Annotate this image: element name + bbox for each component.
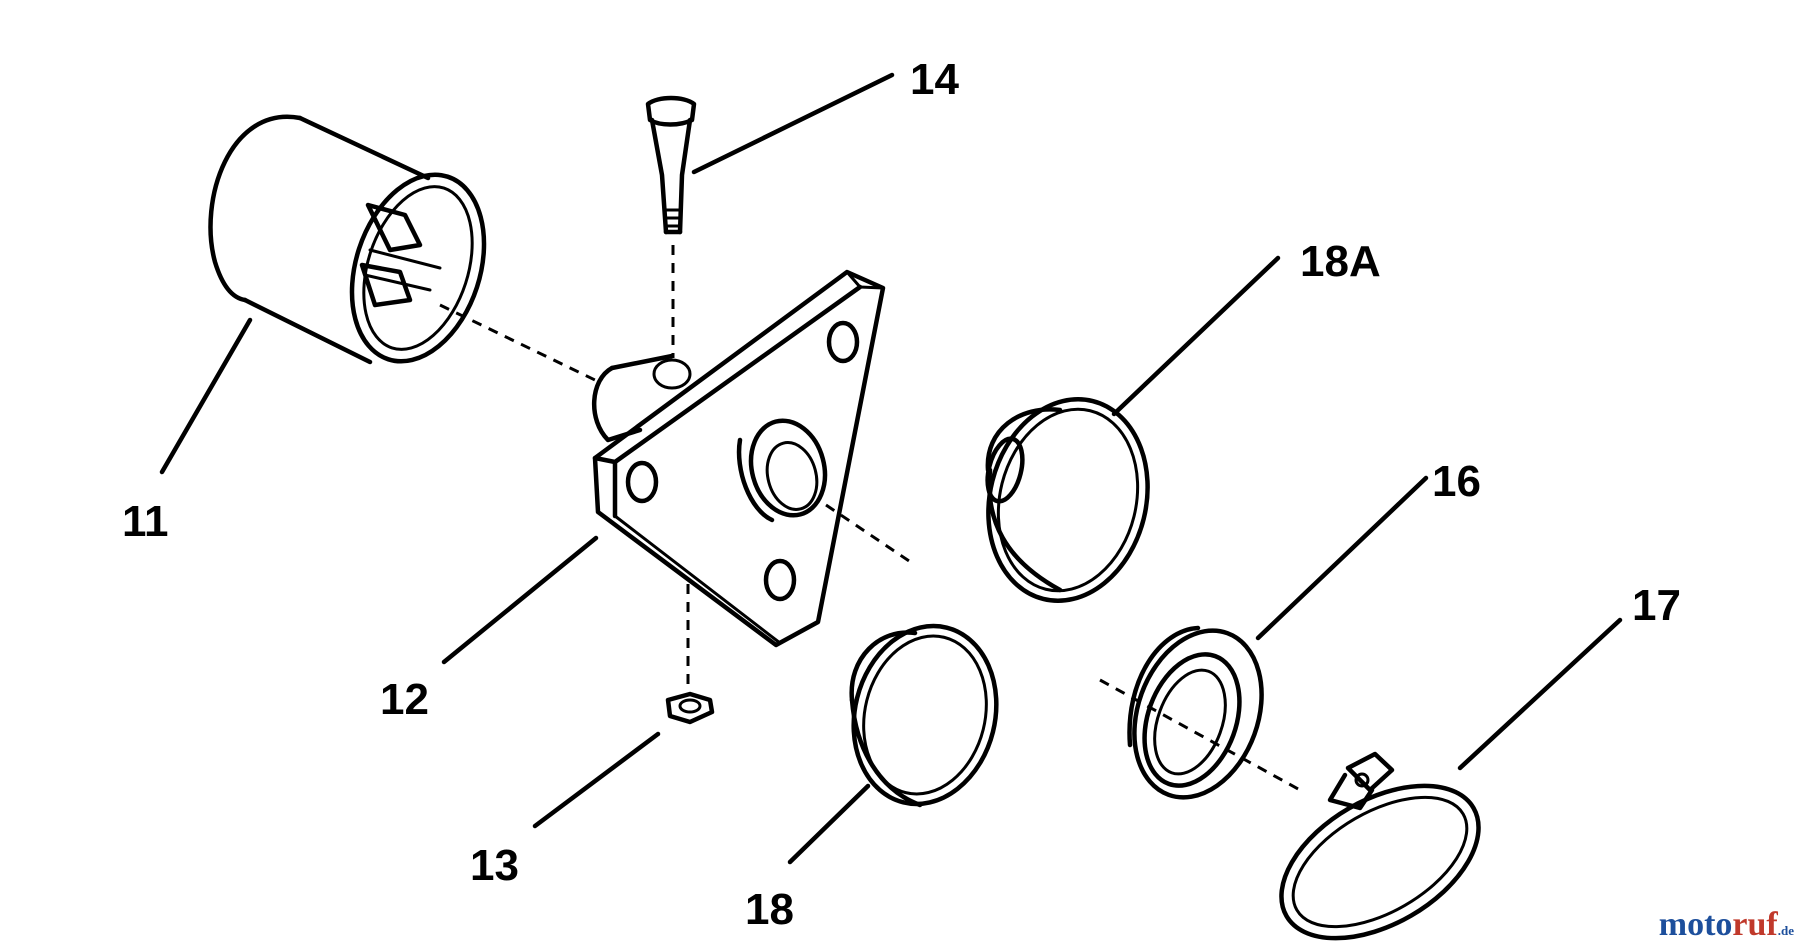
label-part-13: 13 xyxy=(470,841,519,890)
part-12-bracket xyxy=(592,269,886,648)
leader-lines xyxy=(159,72,1623,865)
label-part-18A: 18A xyxy=(1300,237,1381,286)
watermark-part2: ruf xyxy=(1732,906,1778,943)
label-part-18: 18 xyxy=(745,885,794,934)
watermark-part1: moto xyxy=(1658,906,1733,943)
part-14-bolt xyxy=(645,95,697,235)
label-part-12: 12 xyxy=(380,675,429,724)
assembly-axis-lines xyxy=(439,245,1301,792)
label-part-17: 17 xyxy=(1632,581,1681,630)
watermark-suffix: .de xyxy=(1777,923,1794,938)
label-part-11: 11 xyxy=(122,497,169,546)
part-16-seal xyxy=(1127,625,1264,800)
label-part-14: 14 xyxy=(910,55,959,104)
part-11-coupler xyxy=(208,114,487,365)
part-13-nut xyxy=(665,691,715,725)
part-labels: 11 12 13 14 18A 16 17 18 xyxy=(122,55,1681,934)
watermark-logo: motoruf.de xyxy=(1659,906,1794,944)
part-18A-ring xyxy=(985,396,1150,604)
part-18-ring xyxy=(849,623,999,808)
label-part-16: 16 xyxy=(1432,457,1481,506)
part-17-clamp xyxy=(1279,751,1481,941)
